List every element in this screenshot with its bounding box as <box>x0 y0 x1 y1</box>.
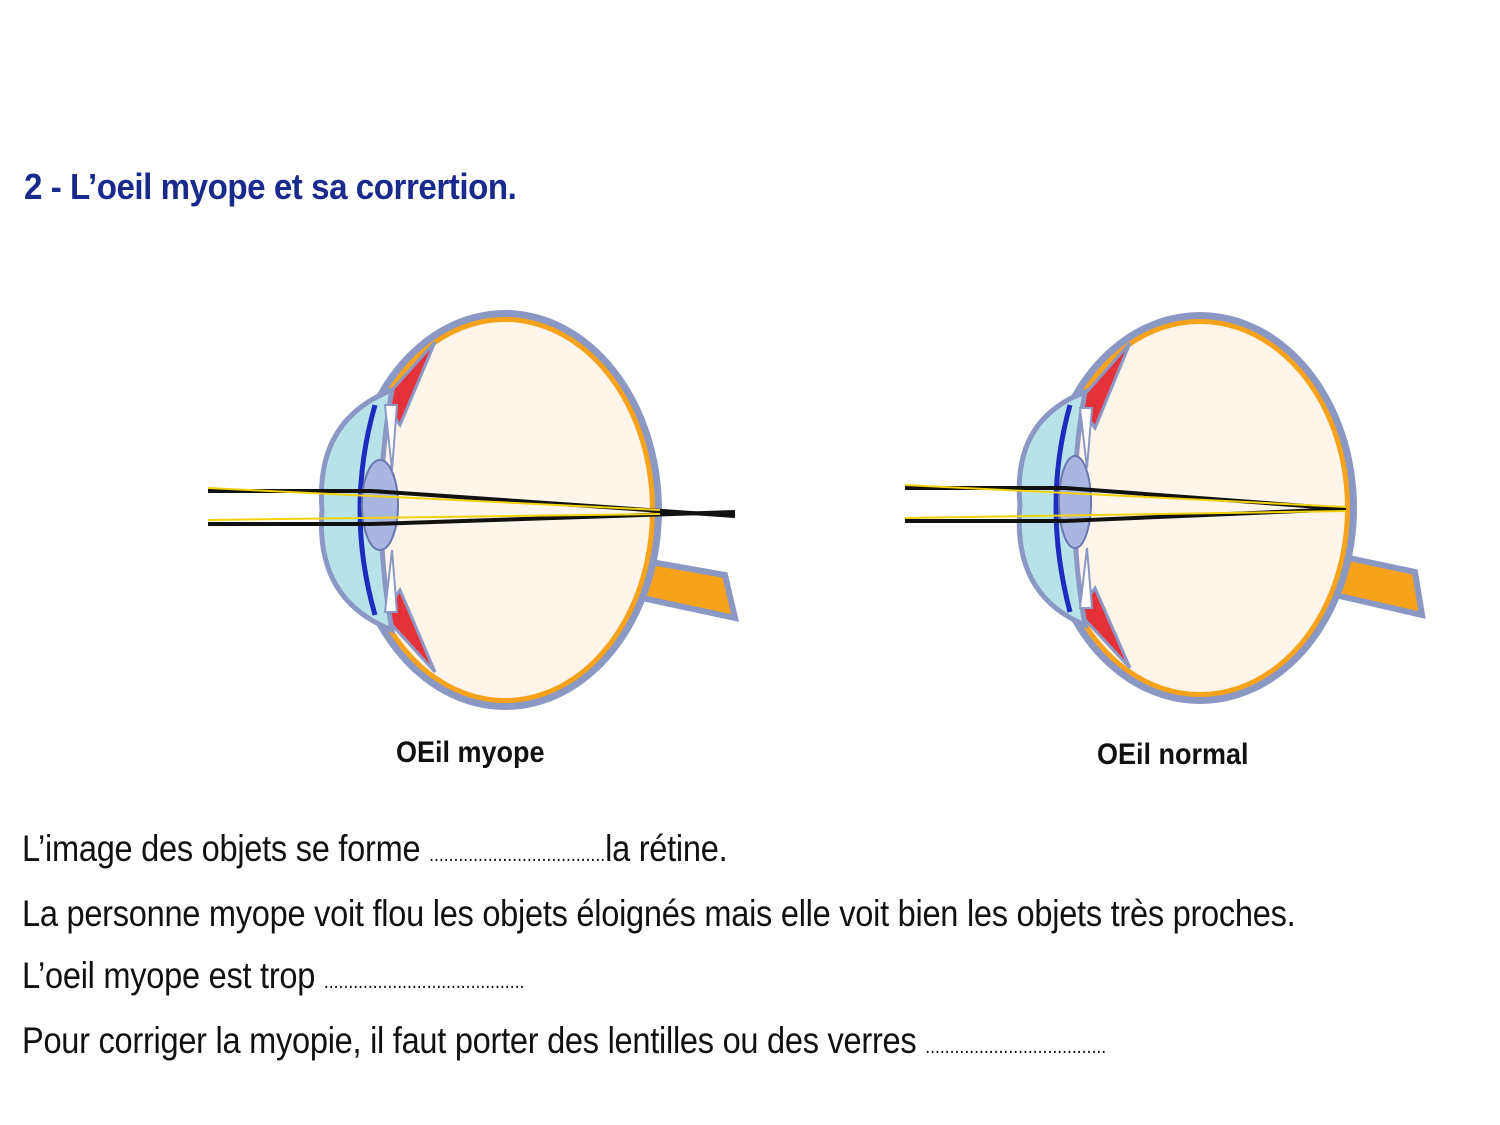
caption-normal-eye: OEil normal <box>1097 738 1249 771</box>
page-title: 2 - L’oeil myope et sa corrertion. <box>24 166 517 207</box>
line3-text-before: L’oeil myope est trop <box>22 955 324 996</box>
text-line-2: La personne myope voit flou les objets é… <box>22 893 1296 934</box>
text-line-3: L’oeil myope est trop ..................… <box>22 955 524 997</box>
line1-text-after: la rétine. <box>605 828 728 869</box>
iris <box>357 404 378 616</box>
blank-line1[interactable]: .................................... <box>429 844 606 866</box>
line4-text-before: Pour corriger la myopie, il faut porter … <box>22 1020 926 1061</box>
text-line-1: L’image des objets se forme ............… <box>22 828 728 870</box>
lens <box>361 459 399 551</box>
vitreous-body <box>1055 324 1345 692</box>
normal-eye-diagram <box>904 312 1426 704</box>
light-rays-myopic <box>207 487 736 526</box>
vitreous-body <box>360 322 650 698</box>
blank-line3[interactable]: ........................................… <box>323 971 525 993</box>
ligament-top <box>1078 407 1094 469</box>
lens <box>1058 455 1092 549</box>
ligament-bottom <box>1078 547 1094 609</box>
ligament-bottom <box>383 549 399 613</box>
myopic-eye-diagram <box>207 310 739 710</box>
ligament-top <box>383 404 399 471</box>
line1-text-before: L’image des objets se forme <box>22 828 430 869</box>
caption-myopic-eye: OEil myope <box>396 736 545 769</box>
light-rays-normal <box>904 484 1347 523</box>
text-line-4: Pour corriger la myopie, il faut porter … <box>22 1020 1106 1062</box>
blank-line4[interactable]: ..................................... <box>925 1036 1107 1058</box>
iris <box>1053 404 1073 613</box>
